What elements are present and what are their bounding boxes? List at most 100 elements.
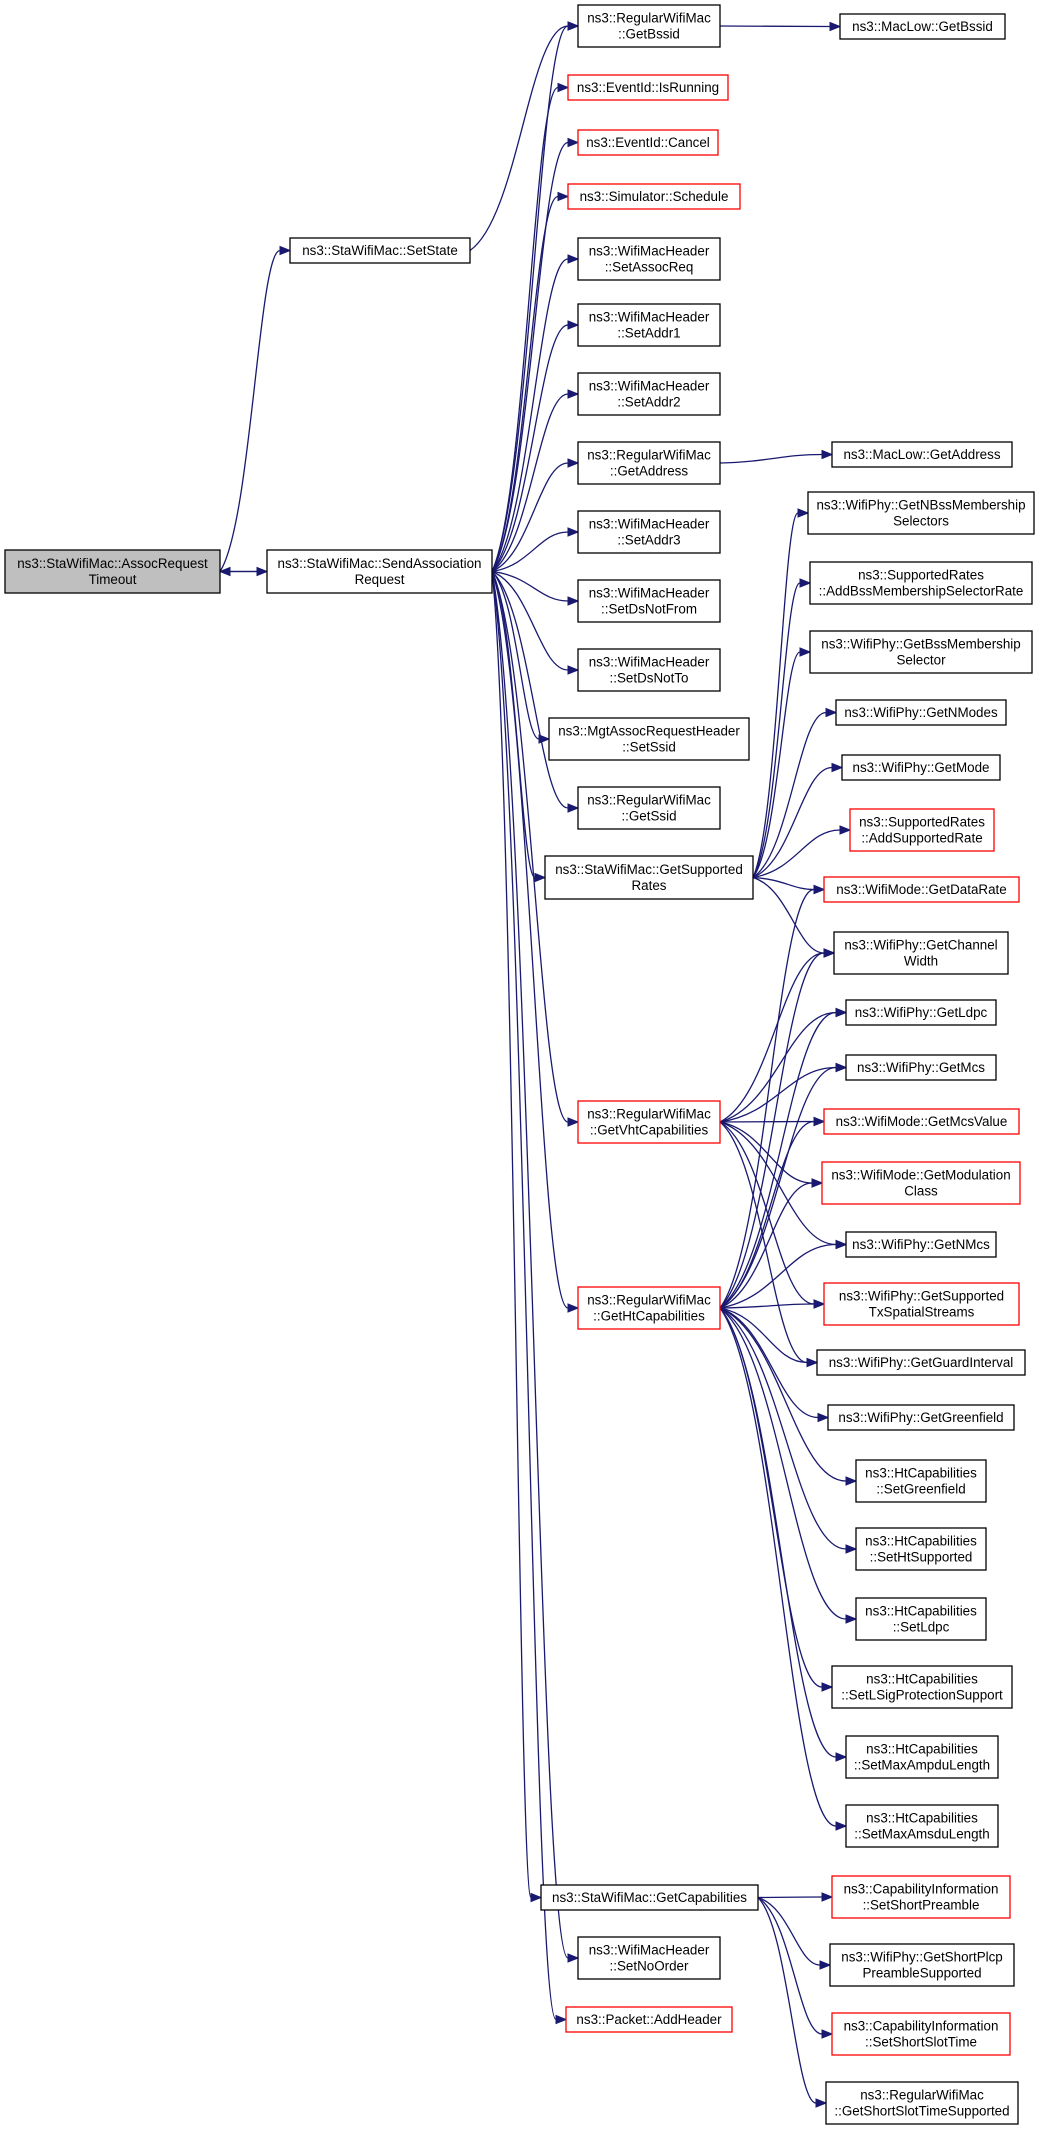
node-hdr-set-addr3[interactable]: ns3::WifiMacHeader::SetAddr3 xyxy=(577,510,721,554)
node-event-cancel[interactable]: ns3::EventId::Cancel xyxy=(577,129,719,156)
node-label: ::GetBssid xyxy=(618,27,680,42)
edge-get_ht_cap-to-phy_get_channel_width xyxy=(719,952,825,1309)
node-get-bssid[interactable]: ns3::RegularWifiMac::GetBssid xyxy=(577,4,721,48)
node-mgt-set-ssid[interactable]: ns3::MgtAssocRequestHeader::SetSsid xyxy=(548,717,750,761)
edge-send_assoc-to-sim_schedule xyxy=(491,195,559,572)
node-cap-set-short-slot[interactable]: ns3::CapabilityInformation::SetShortSlot… xyxy=(831,2012,1011,2056)
node-label: ns3::HtCapabilities xyxy=(865,1604,977,1619)
node-label: ns3::EventId::Cancel xyxy=(586,135,710,150)
arrowhead-send_assoc-to-get_ssid xyxy=(567,803,580,813)
node-ht-set-max-ampdu[interactable]: ns3::HtCapabilities::SetMaxAmpduLength xyxy=(845,1735,999,1779)
node-box xyxy=(577,579,721,623)
node-get-vht-cap[interactable]: ns3::RegularWifiMac::GetVhtCapabilities xyxy=(577,1100,721,1144)
node-label: ns3::WifiPhy::GetLdpc xyxy=(855,1005,988,1020)
node-maclow-get-bssid[interactable]: ns3::MacLow::GetBssid xyxy=(839,13,1006,40)
node-sr-add-bss[interactable]: ns3::SupportedRates::AddBssMembershipSel… xyxy=(809,561,1033,605)
node-get-capabilities[interactable]: ns3::StaWifiMac::GetCapabilities xyxy=(540,1884,759,1911)
node-get-ssid[interactable]: ns3::RegularWifiMac::GetSsid xyxy=(577,786,721,830)
node-phy-get-greenfield[interactable]: ns3::WifiPhy::GetGreenfield xyxy=(827,1404,1015,1431)
node-hdr-set-ds-not-to[interactable]: ns3::WifiMacHeader::SetDsNotTo xyxy=(577,648,721,692)
edge-get_address-to-maclow_get_address xyxy=(719,453,823,464)
node-get-short-slot-supported[interactable]: ns3::RegularWifiMac::GetShortSlotTimeSup… xyxy=(825,2081,1019,2125)
node-hdr-set-addr2[interactable]: ns3::WifiMacHeader::SetAddr2 xyxy=(577,372,721,416)
node-label: ns3::RegularWifiMac xyxy=(587,793,711,808)
node-box xyxy=(577,372,721,416)
node-box xyxy=(577,648,721,692)
node-set-state[interactable]: ns3::StaWifiMac::SetState xyxy=(289,237,471,264)
node-label: ns3::WifiPhy::GetMode xyxy=(853,760,990,775)
node-label: ::GetAddress xyxy=(610,464,688,479)
node-packet-add-header[interactable]: ns3::Packet::AddHeader xyxy=(565,2006,733,2033)
node-phy-get-guard[interactable]: ns3::WifiPhy::GetGuardInterval xyxy=(816,1349,1026,1376)
edge-assoc_timeout-to-set_state xyxy=(219,249,281,572)
node-get-address[interactable]: ns3::RegularWifiMac::GetAddress xyxy=(577,441,721,485)
node-maclow-get-address[interactable]: ns3::MacLow::GetAddress xyxy=(831,441,1013,468)
node-ht-set-ldpc[interactable]: ns3::HtCapabilities::SetLdpc xyxy=(855,1597,987,1641)
arrowhead-send_assoc-to-get_vht_cap xyxy=(567,1117,580,1127)
node-label: ns3::RegularWifiMac xyxy=(587,11,711,26)
node-cap-set-short-preamble[interactable]: ns3::CapabilityInformation::SetShortPrea… xyxy=(831,1875,1011,1919)
node-box xyxy=(577,1100,721,1144)
arrowhead-get_ht_cap-to-phy_get_guard xyxy=(806,1357,819,1368)
node-ht-set-lsig[interactable]: ns3::HtCapabilities::SetLSigProtectionSu… xyxy=(831,1665,1013,1709)
node-box xyxy=(855,1459,987,1503)
edge-send_assoc-to-hdr_set_addr1 xyxy=(491,324,569,572)
node-label: ns3::StaWifiMac::GetCapabilities xyxy=(552,1890,747,1905)
node-event-is-running[interactable]: ns3::EventId::IsRunning xyxy=(567,74,729,101)
node-hdr-set-no-order[interactable]: ns3::WifiMacHeader::SetNoOrder xyxy=(577,1936,721,1980)
node-label: ::SetShortPreamble xyxy=(863,1898,980,1913)
node-label: ::SetGreenfield xyxy=(876,1482,965,1497)
node-ht-set-ht-supported[interactable]: ns3::HtCapabilities::SetHtSupported xyxy=(855,1527,987,1571)
node-phy-get-mode[interactable]: ns3::WifiPhy::GetMode xyxy=(841,754,1001,781)
edge-get_ht_cap-to-phy_get_greenfield xyxy=(719,1307,819,1419)
arrowhead-get_ht_cap-to-phy_get_n_mcs xyxy=(835,1239,848,1250)
node-box xyxy=(835,699,1007,726)
node-phy-get-mcs[interactable]: ns3::WifiPhy::GetMcs xyxy=(845,1054,997,1081)
arrowhead-send_assoc-to-hdr_set_addr1 xyxy=(567,320,580,330)
node-label: ns3::WifiMode::GetDataRate xyxy=(836,882,1006,897)
edge-get_vht_cap-to-phy_get_ldpc xyxy=(719,1011,837,1123)
node-box xyxy=(807,491,1035,535)
node-label: ns3::EventId::IsRunning xyxy=(577,80,719,95)
node-get-ht-cap[interactable]: ns3::RegularWifiMac::GetHtCapabilities xyxy=(577,1286,721,1330)
edge-get_ht_cap-to-mode_get_mcs_value xyxy=(719,1120,815,1309)
node-label: ns3::StaWifiMac::GetSupported xyxy=(555,862,743,877)
node-ht-set-max-amsdu[interactable]: ns3::HtCapabilities::SetMaxAmsduLength xyxy=(845,1804,999,1848)
node-sr-add-supported[interactable]: ns3::SupportedRates::AddSupportedRate xyxy=(849,808,995,852)
node-label: ::GetVhtCapabilities xyxy=(590,1123,709,1138)
node-label: ns3::WifiPhy::GetChannel xyxy=(844,938,997,953)
edge-get_capabilities-to-phy_get_short_plcp xyxy=(757,1896,821,1966)
node-box xyxy=(567,183,741,210)
node-box xyxy=(577,441,721,485)
node-label: ns3::WifiMacHeader xyxy=(589,379,710,394)
node-label: ::AddBssMembershipSelectorRate xyxy=(819,584,1024,599)
edge-get_vht_cap-to-mode_get_mod_class xyxy=(719,1121,813,1184)
node-label: ::SetAddr2 xyxy=(617,395,680,410)
edge-get_bssid-to-maclow_get_bssid xyxy=(719,25,831,28)
node-phy-get-short-plcp[interactable]: ns3::WifiPhy::GetShortPlcpPreambleSuppor… xyxy=(829,1943,1015,1987)
edge-send_assoc-to-event_is_running xyxy=(491,86,559,572)
arrowhead-send_assoc-to-hdr_set_ds_not_from xyxy=(567,596,580,606)
node-mode-get-mcs-value[interactable]: ns3::WifiMode::GetMcsValue xyxy=(823,1108,1020,1135)
node-box xyxy=(816,1349,1026,1376)
node-mode-get-data-rate[interactable]: ns3::WifiMode::GetDataRate xyxy=(823,876,1020,903)
node-label: ns3::WifiMacHeader xyxy=(589,1943,710,1958)
node-phy-get-n-mcs[interactable]: ns3::WifiPhy::GetNMcs xyxy=(845,1231,997,1258)
node-phy-get-tx-ss[interactable]: ns3::WifiPhy::GetSupportedTxSpatialStrea… xyxy=(823,1282,1020,1326)
node-phy-get-n-modes[interactable]: ns3::WifiPhy::GetNModes xyxy=(835,699,1007,726)
node-phy-get-ldpc[interactable]: ns3::WifiPhy::GetLdpc xyxy=(845,999,997,1026)
node-hdr-set-assoc-req[interactable]: ns3::WifiMacHeader::SetAssocReq xyxy=(577,237,721,281)
node-hdr-set-ds-not-from[interactable]: ns3::WifiMacHeader::SetDsNotFrom xyxy=(577,579,721,623)
arrowhead-get_ht_cap-to-mode_get_mod_class xyxy=(811,1178,824,1188)
node-sim-schedule[interactable]: ns3::Simulator::Schedule xyxy=(567,183,741,210)
node-box xyxy=(544,855,754,900)
node-hdr-set-addr1[interactable]: ns3::WifiMacHeader::SetAddr1 xyxy=(577,303,721,347)
node-ht-set-greenfield[interactable]: ns3::HtCapabilities::SetGreenfield xyxy=(855,1459,987,1503)
